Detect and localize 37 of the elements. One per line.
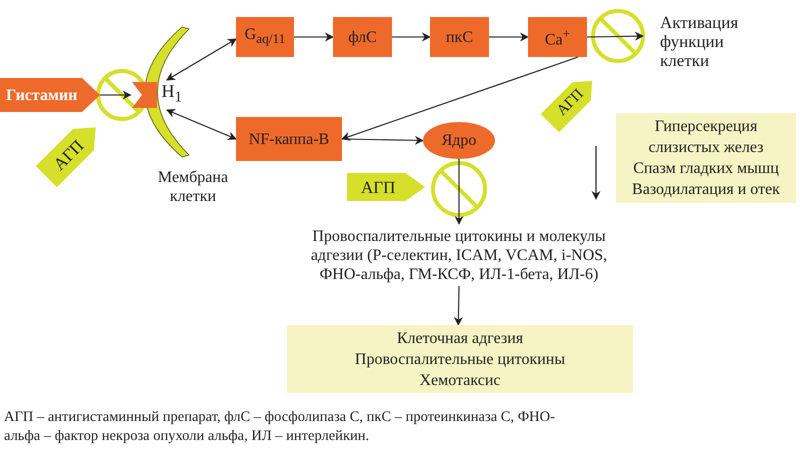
arrow [294,32,334,42]
label: Активация функции клетки [660,12,740,70]
effect-box [616,113,796,203]
label: Клеточная адгезия [396,328,524,348]
process-box [528,17,587,57]
arrow [392,32,431,42]
label: Провоспалительные цитокины [354,350,566,370]
label: Гистамин [6,86,78,104]
arrow [100,90,132,100]
process-box [333,17,392,57]
arrow [166,108,237,140]
label: Ядро [442,131,476,150]
footnote: АГП – антигистаминный препарат, флС – фосфолипаза С, пкС – протеинкиназа С, ФНО-альфа – фактор некроза опухоли альфа, ИЛ – интерлейкин. [4,408,556,446]
arrow [454,159,464,225]
process-box [236,17,294,57]
label: Гиперсекреция слизистых желез [648,117,764,158]
label: H$_{1}$ [162,82,182,108]
label: NF-каппа-B [248,130,330,148]
arrow [341,56,578,141]
arrow [587,32,644,41]
label: АГП [361,178,396,196]
label: G$_{aq/11}$ [244,25,286,49]
membrane-label: Мембрана клетки [156,168,230,206]
label: Провоспалительные цитокины и молекулы адгезии (P-селектин, ICAM, VCAM, i-NOS, ФНО-альфа, ГМ-КСФ, ИЛ-1-бета, ИЛ-6) [310,226,608,284]
process-box [430,17,489,57]
effect-box [287,325,633,393]
arrow [454,286,463,326]
label: Хемотаксис [420,370,500,390]
label: пкС [446,28,473,46]
label: Вазодилатация и отек [632,180,780,200]
arrow [166,38,237,80]
label: флС [348,28,377,46]
process-box [236,117,342,161]
arrow [342,136,424,145]
label: Спазм гладких мышц [633,159,779,179]
arrow [489,32,529,42]
label: Ca$^{+}$ [544,25,570,50]
